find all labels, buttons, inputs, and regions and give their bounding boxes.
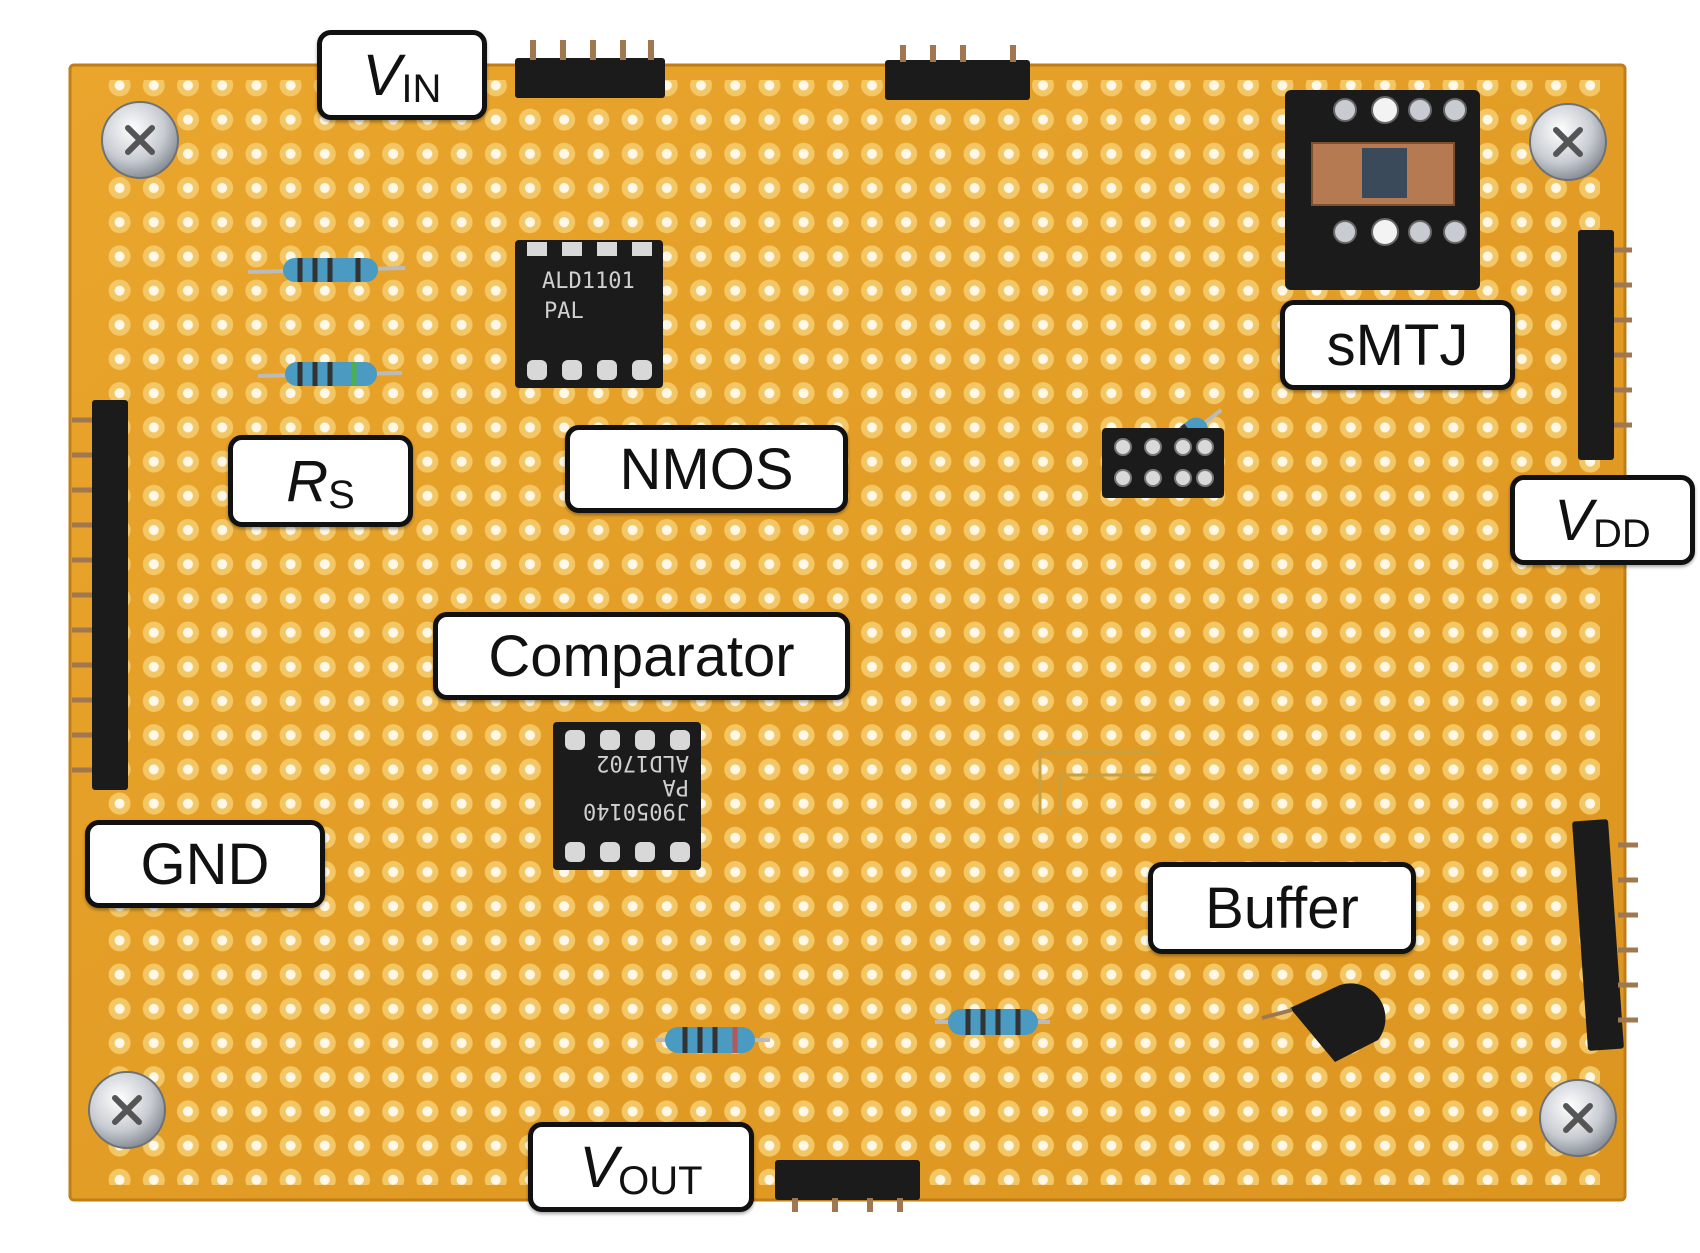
comparator-chip-marking-3: ALD1702 xyxy=(596,750,689,775)
label-nmos: NMOS xyxy=(565,425,848,513)
resistor-comparator-out xyxy=(655,1027,770,1053)
header-vdd xyxy=(1578,230,1632,460)
header-top-middle xyxy=(885,45,1030,100)
label-gnd: GND xyxy=(85,820,325,908)
comparator-chip-marking-2: PA xyxy=(663,774,690,799)
screw-top-right xyxy=(1529,103,1607,181)
label-nmos-text: NMOS xyxy=(619,436,794,502)
label-vdd-sub: DD xyxy=(1592,511,1651,556)
resistor-rs-bottom xyxy=(257,362,403,386)
nmos-chip-marking-2: PAL xyxy=(544,299,584,324)
label-gnd-text: GND xyxy=(140,831,270,897)
comparator-chip: J9050140 PA ALD1702 xyxy=(553,722,701,870)
silkscreen-mark xyxy=(1038,750,1160,815)
label-buffer-text: Buffer xyxy=(1205,875,1359,941)
label-rs-main: R xyxy=(286,448,329,514)
screw-bottom-left xyxy=(88,1071,166,1149)
label-buffer: Buffer xyxy=(1148,862,1416,954)
resistor-buffer xyxy=(935,1009,1050,1035)
label-rs-sub: S xyxy=(328,472,355,517)
label-vin-main: V xyxy=(362,42,402,108)
smtj-socket xyxy=(1285,90,1480,290)
header-vout xyxy=(775,1160,920,1212)
screw-top-left xyxy=(101,101,179,179)
label-vin-sub: IN xyxy=(401,66,442,111)
header-vin xyxy=(515,40,665,98)
resistor-rs-top xyxy=(247,258,406,282)
label-comparator-text: Comparator xyxy=(488,623,795,689)
label-smtj-text: sMTJ xyxy=(1326,312,1469,378)
label-vout-sub: OUT xyxy=(618,1158,703,1203)
buffer-transistor xyxy=(1261,983,1386,1062)
label-comparator: Comparator xyxy=(433,612,850,700)
header-gnd xyxy=(72,400,128,790)
label-vdd-main: V xyxy=(1554,487,1593,553)
label-smtj: sMTJ xyxy=(1280,300,1515,390)
label-vout-main: V xyxy=(579,1134,619,1200)
header-right-bottom xyxy=(1572,819,1638,1051)
screw-bottom-right xyxy=(1539,1079,1617,1157)
nmos-chip: ALD1101 PAL xyxy=(515,240,663,388)
small-socket xyxy=(1102,428,1224,498)
comparator-chip-marking-1: J9050140 xyxy=(583,798,689,823)
nmos-chip-marking-1: ALD1101 xyxy=(542,269,635,294)
